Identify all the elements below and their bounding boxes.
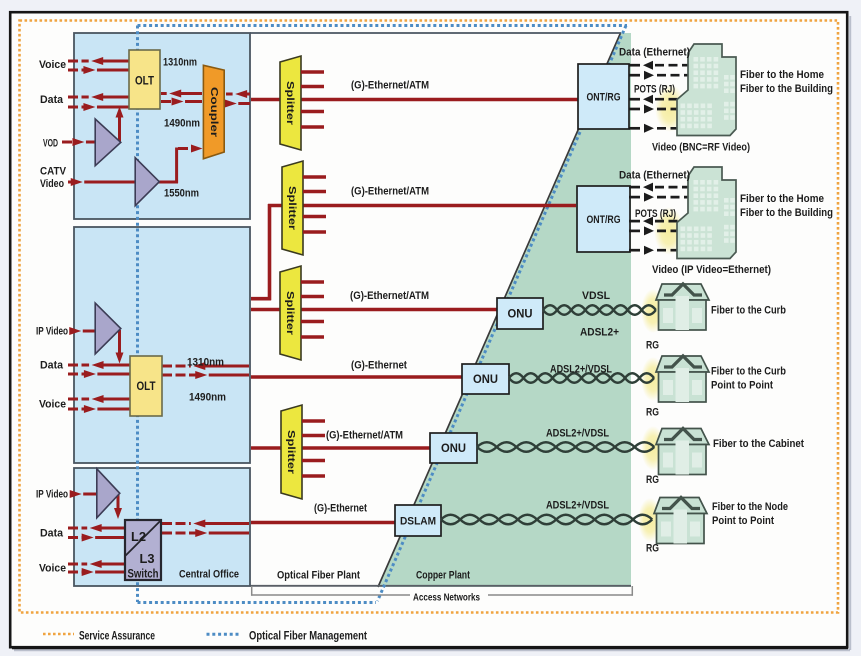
svg-text:1550nm: 1550nm [164,187,199,199]
svg-text:POTS (RJ): POTS (RJ) [634,83,675,95]
svg-text:Point to Point: Point to Point [711,379,773,391]
svg-text:Fiber to the Building: Fiber to the Building [740,83,833,95]
svg-text:Central Office: Central Office [179,568,239,580]
svg-text:POTS (RJ): POTS (RJ) [635,208,676,220]
svg-text:ONU: ONU [441,443,466,455]
svg-text:Voice: Voice [39,59,66,71]
svg-text:RG: RG [646,543,659,555]
svg-text:(G)-Ethernet/ATM: (G)-Ethernet/ATM [351,79,429,91]
svg-text:L2: L2 [131,530,146,544]
svg-text:ONT/RG: ONT/RG [587,214,621,226]
svg-text:Fiber to the Node: Fiber to the Node [712,501,788,513]
svg-text:(G)-Ethernet: (G)-Ethernet [351,359,407,371]
svg-text:RG: RG [646,407,659,419]
svg-text:Fiber to the Building: Fiber to the Building [740,207,833,219]
svg-text:Video (BNC=RF Video): Video (BNC=RF Video) [652,141,750,153]
svg-text:Video (IP Video=Ethernet): Video (IP Video=Ethernet) [652,264,771,276]
svg-text:IP Video: IP Video [36,325,68,337]
svg-text:Copper Plant: Copper Plant [416,569,470,581]
svg-text:Access Networks: Access Networks [413,592,480,604]
svg-text:Point to Point: Point to Point [712,515,774,527]
svg-text:ADSL2+: ADSL2+ [580,326,619,338]
svg-text:Voice: Voice [39,398,66,410]
svg-text:Fiber to the Home: Fiber to the Home [740,69,824,81]
svg-text:1310nm: 1310nm [163,56,197,68]
svg-text:CATV: CATV [40,165,67,177]
svg-text:ONU: ONU [473,374,498,386]
svg-text:Data (Ethernet): Data (Ethernet) [619,169,690,181]
svg-text:(G)-Ethernet/ATM: (G)-Ethernet/ATM [326,429,403,441]
svg-text:RG: RG [646,474,659,486]
svg-text:L3: L3 [140,552,155,566]
svg-text:Coupler: Coupler [208,87,219,137]
svg-text:ADSL2+/VDSL: ADSL2+/VDSL [546,499,609,511]
svg-text:(G)-Ethernet/ATM: (G)-Ethernet/ATM [351,185,429,197]
svg-text:OLT: OLT [135,76,154,88]
svg-text:ONT/RG: ONT/RG [587,91,621,103]
svg-text:ONU: ONU [508,308,533,320]
svg-text:Fiber to the Curb: Fiber to the Curb [711,304,786,316]
svg-text:Data: Data [40,94,64,106]
svg-text:Fiber to the Curb: Fiber to the Curb [711,365,786,377]
svg-text:Data: Data [40,359,64,371]
svg-text:VOD: VOD [43,137,58,149]
svg-text:Video: Video [40,178,64,190]
svg-text:Optical Fiber Management: Optical Fiber Management [249,630,367,642]
svg-text:(G)-Ethernet/ATM: (G)-Ethernet/ATM [350,290,429,302]
svg-text:Data (Ethernet): Data (Ethernet) [619,46,690,58]
svg-text:Splitter: Splitter [284,81,295,125]
svg-text:1490nm: 1490nm [189,391,226,403]
svg-text:Service Assurance: Service Assurance [79,630,155,642]
svg-text:1310nm: 1310nm [187,356,224,368]
svg-text:VDSL: VDSL [582,290,610,302]
svg-text:Voice: Voice [39,562,66,574]
svg-text:DSLAM: DSLAM [400,515,436,527]
svg-text:Splitter: Splitter [285,430,296,474]
svg-text:Fiber to the Cabinet: Fiber to the Cabinet [713,438,804,450]
svg-text:Optical Fiber Plant: Optical Fiber Plant [277,569,360,581]
svg-text:RG: RG [646,340,659,352]
svg-text:1490nm: 1490nm [164,117,200,129]
svg-text:OLT: OLT [137,381,156,393]
svg-text:Fiber to the Home: Fiber to the Home [740,193,824,205]
svg-text:(G)-Ethernet: (G)-Ethernet [314,502,367,514]
svg-text:Switch: Switch [128,569,159,581]
svg-text:Splitter: Splitter [286,186,297,230]
svg-text:Data: Data [40,527,64,539]
svg-text:ADSL2+/VDSL: ADSL2+/VDSL [550,363,612,375]
svg-text:Splitter: Splitter [284,291,295,335]
svg-text:ADSL2+/VDSL: ADSL2+/VDSL [546,427,609,439]
svg-text:IP Video: IP Video [36,488,68,500]
